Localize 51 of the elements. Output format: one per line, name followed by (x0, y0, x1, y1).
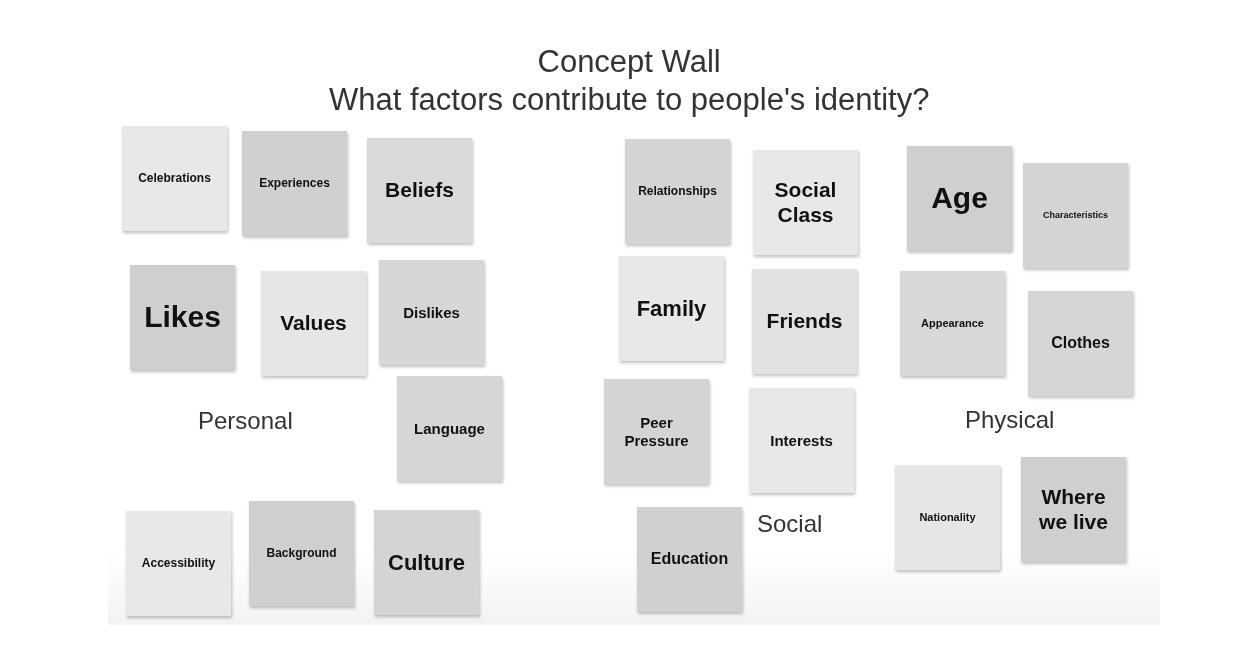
note-text: Clothes (1050, 334, 1111, 353)
note-text: Relationships (637, 184, 718, 199)
sticky-note (895, 465, 1000, 570)
group-label: Physical (965, 406, 1055, 434)
note-text: Nationality (918, 511, 977, 524)
sticky-note (900, 271, 1005, 376)
sticky-note (367, 138, 472, 243)
note-text: Age (930, 181, 989, 216)
note-text: Likes (143, 300, 222, 335)
note-text: Friends (765, 309, 844, 334)
sticky-note (752, 269, 857, 374)
note-text: Values (279, 311, 348, 336)
note-text: Characteristics (1041, 210, 1109, 221)
note-text: Education (649, 550, 730, 569)
sticky-note (637, 507, 742, 612)
note-text: Experiences (258, 176, 331, 191)
note-text: Appearance (920, 317, 985, 330)
title: Concept Wall (537, 44, 721, 80)
sticky-note (1021, 457, 1126, 562)
note-text: Culture (387, 549, 466, 576)
note-text: Interests (769, 431, 834, 450)
note-text: Language (413, 419, 486, 438)
sticky-note (1028, 291, 1133, 396)
note-text: Beliefs (384, 178, 455, 203)
sticky-note (619, 256, 724, 361)
note-text: Social Class (773, 178, 838, 227)
note-text: Celebrations (137, 171, 212, 186)
note-text: Family (635, 295, 708, 322)
sticky-note (604, 379, 709, 484)
sticky-note (374, 510, 479, 615)
sticky-note (753, 150, 858, 255)
note-text: Dislikes (402, 303, 461, 322)
group-label: Personal (198, 407, 293, 435)
sticky-note (122, 126, 227, 231)
note-text: Accessibility (140, 556, 217, 571)
sticky-note (625, 139, 730, 244)
sticky-note (261, 271, 366, 376)
sticky-note (1023, 163, 1128, 268)
sticky-note (130, 265, 235, 370)
sticky-note (379, 260, 484, 365)
sticky-note (249, 501, 354, 606)
group-label: Social (757, 510, 823, 538)
sticky-note (749, 388, 854, 493)
subtitle: What factors contribute to people's identity? (329, 82, 930, 118)
sticky-note (397, 376, 502, 481)
sticky-note (907, 146, 1012, 251)
note-text: Background (265, 546, 338, 561)
sticky-note (126, 511, 231, 616)
note-text: Peer Pressure (623, 414, 690, 449)
sticky-note (242, 131, 347, 236)
note-text: Where we live (1038, 485, 1109, 534)
